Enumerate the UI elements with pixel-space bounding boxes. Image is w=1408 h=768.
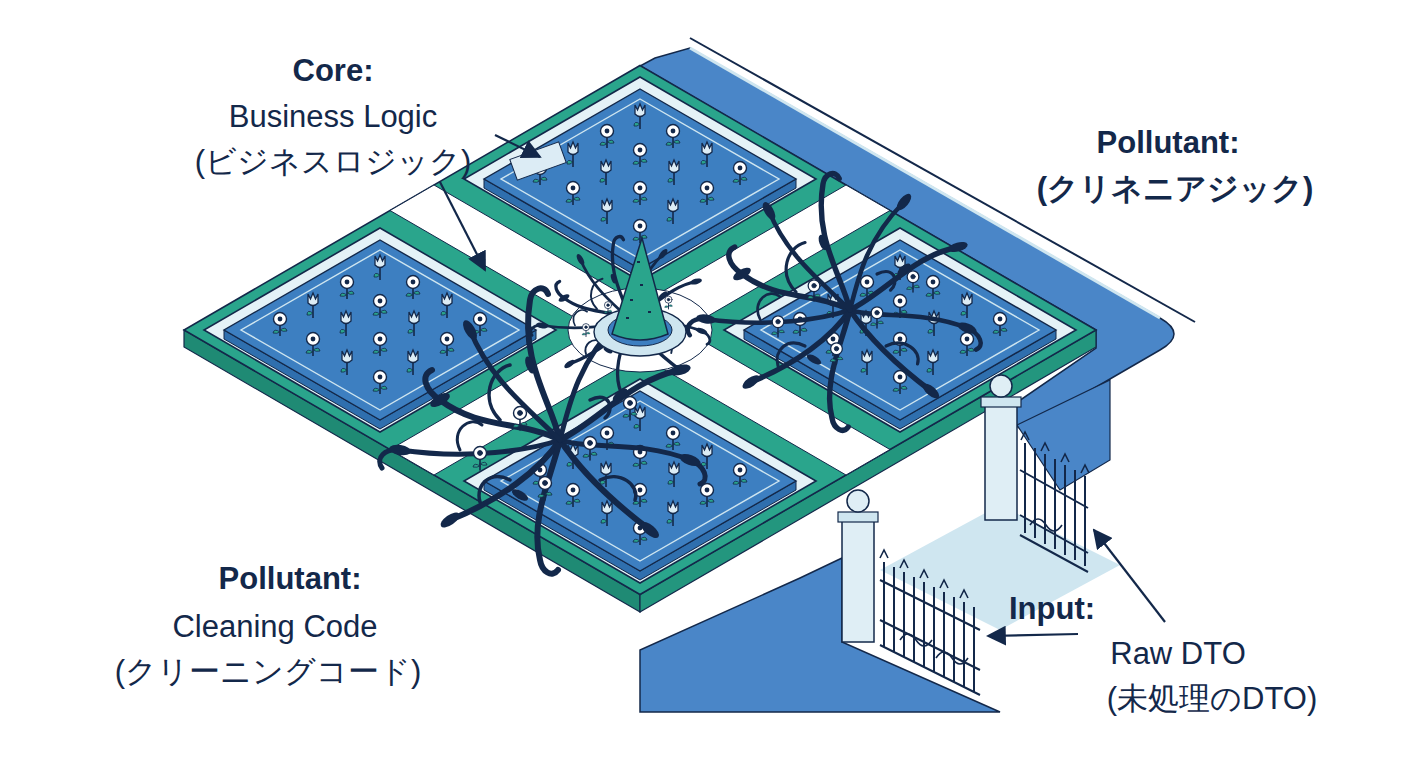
gate-spikes	[1021, 432, 1089, 473]
callout-label: (未処理のDTO)	[1107, 680, 1318, 718]
leader-arrow	[440, 182, 485, 270]
platform-top	[184, 66, 1096, 595]
vine-cluster	[688, 173, 981, 430]
callout-label: (クリーニングコード)	[115, 653, 422, 691]
side-wall	[1017, 380, 1110, 490]
leader-arrow	[495, 135, 540, 157]
leader-arrow	[1094, 530, 1165, 622]
callout-heading: Input:	[1009, 590, 1095, 628]
pillar-ball	[990, 375, 1012, 397]
gate-pillar	[985, 405, 1017, 520]
flower-bed	[724, 228, 1076, 432]
pillar-cap	[838, 512, 878, 522]
front-wall	[640, 558, 1000, 712]
gate-scroll	[900, 634, 968, 664]
garden-gate	[981, 375, 1089, 572]
fountain-cone	[612, 238, 668, 340]
gate-bars	[1020, 443, 1088, 572]
gate-scroll	[1030, 519, 1062, 531]
callout-label: Cleaning Code	[172, 608, 377, 646]
gate-pillar	[842, 520, 874, 642]
callout-label: Business Logic	[229, 98, 438, 136]
leader-arrow	[988, 634, 1078, 636]
flower-bed	[204, 228, 556, 432]
cone-dots	[626, 262, 651, 318]
pillar-ball	[847, 490, 869, 512]
callout-label: Raw DTO	[1110, 635, 1246, 673]
callout-heading: (クリネニアジック)	[1037, 170, 1314, 208]
gate-spikes	[880, 550, 968, 598]
fountain	[594, 238, 686, 356]
gate-bars	[880, 562, 980, 695]
callout-heading: Pollutant:	[219, 560, 362, 598]
leader-lines	[440, 135, 1165, 636]
callout-heading: Core:	[293, 52, 374, 90]
callout-label: (ビジネスロジック)	[195, 143, 472, 181]
pillar-cap	[981, 397, 1021, 407]
callout-heading: Pollutant:	[1097, 124, 1240, 162]
garden-gate	[838, 490, 980, 695]
